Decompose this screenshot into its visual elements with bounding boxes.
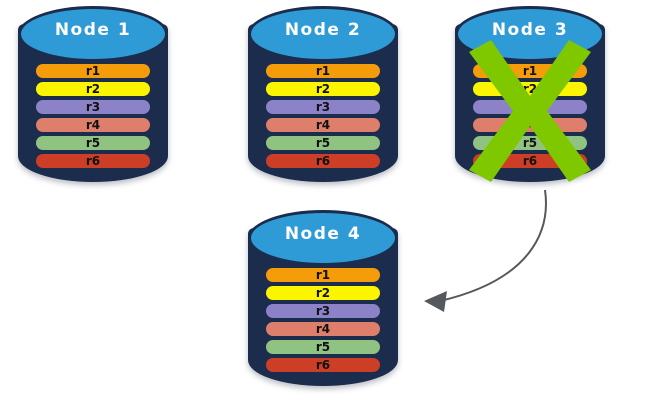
node-4-row-r3: r3 — [266, 304, 380, 318]
node-1-row-r5: r5 — [36, 136, 150, 150]
failover-arrow-head — [424, 291, 447, 312]
node-3-row-r3: r3 — [473, 100, 587, 114]
node-2[interactable]: Node 2 r1 r2 r3 r4 r5 r6 — [248, 6, 398, 186]
node-1-row-r2: r2 — [36, 82, 150, 96]
node-3-row-r4: r4 — [473, 118, 587, 132]
node-4-rows: r1 r2 r3 r4 r5 r6 — [266, 268, 380, 372]
node-2-row-r2: r2 — [266, 82, 380, 96]
node-4-row-r5: r5 — [266, 340, 380, 354]
node-1-cylinder-top — [18, 6, 168, 62]
node-1-row-r1: r1 — [36, 64, 150, 78]
node-2-row-r3: r3 — [266, 100, 380, 114]
node-1-row-r3: r3 — [36, 100, 150, 114]
node-3-rows: r1 r2 r3 r4 r5 r6 — [473, 64, 587, 168]
node-3[interactable]: Node 3 r1 r2 r3 r4 r5 r6 — [455, 6, 605, 186]
node-2-row-r4: r4 — [266, 118, 380, 132]
node-1-row-r6: r6 — [36, 154, 150, 168]
node-3-row-r5: r5 — [473, 136, 587, 150]
node-2-row-r5: r5 — [266, 136, 380, 150]
node-1-row-r4: r4 — [36, 118, 150, 132]
node-4-row-r4: r4 — [266, 322, 380, 336]
node-2-rows: r1 r2 r3 r4 r5 r6 — [266, 64, 380, 168]
node-3-row-r1: r1 — [473, 64, 587, 78]
node-2-row-r6: r6 — [266, 154, 380, 168]
node-1-rows: r1 r2 r3 r4 r5 r6 — [36, 64, 150, 168]
node-2-row-r1: r1 — [266, 64, 380, 78]
failover-arrow-path — [439, 189, 547, 302]
node-2-cylinder-top — [248, 6, 398, 62]
node-4-row-r1: r1 — [266, 268, 380, 282]
node-3-row-r6: r6 — [473, 154, 587, 168]
node-3-cylinder-top — [455, 6, 605, 62]
node-1[interactable]: Node 1 r1 r2 r3 r4 r5 r6 — [18, 6, 168, 186]
node-4[interactable]: Node 4 r1 r2 r3 r4 r5 r6 — [248, 210, 398, 390]
node-4-cylinder-top — [248, 210, 398, 266]
node-3-row-r2: r2 — [473, 82, 587, 96]
node-4-row-r2: r2 — [266, 286, 380, 300]
node-4-row-r6: r6 — [266, 358, 380, 372]
